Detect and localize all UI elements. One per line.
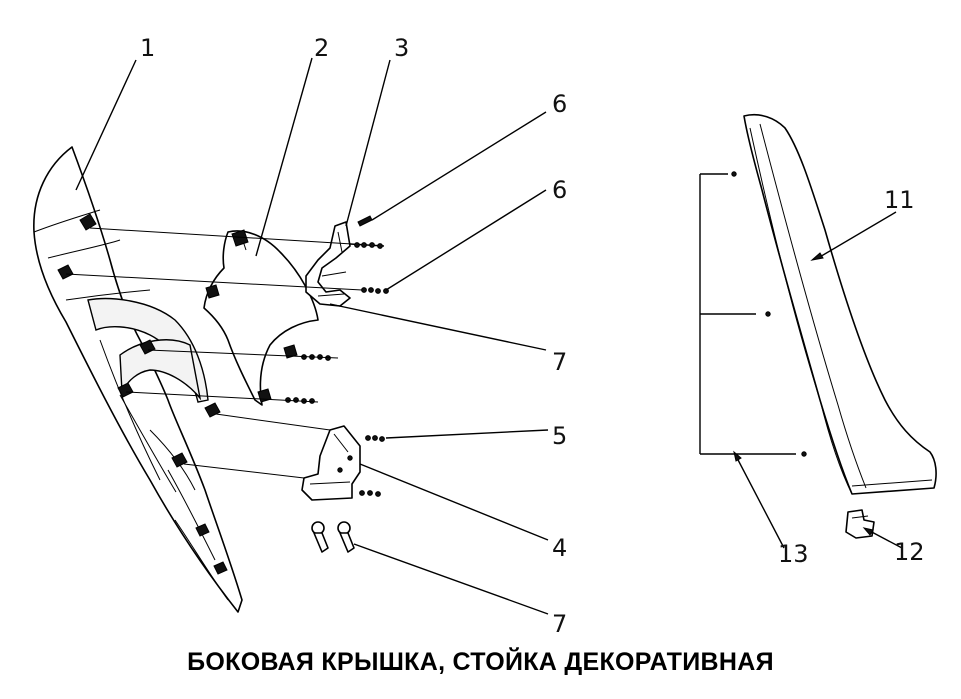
callout-2: 2 [314, 34, 329, 62]
screw-row-6 [359, 490, 381, 497]
part-1-side-cover [33, 146, 243, 613]
callout-6b: 6 [552, 176, 567, 204]
callout-7a: 7 [552, 348, 567, 376]
callout-5: 5 [552, 422, 567, 450]
part-3-bracket [305, 221, 351, 307]
callout-labels: 1 2 3 6 6 7 5 4 7 11 12 13 [140, 34, 925, 638]
callout-13: 13 [778, 540, 809, 568]
callout-4: 4 [552, 534, 567, 562]
part-2-cover-plate [203, 229, 319, 406]
callout-12: 12 [894, 538, 925, 566]
screw-row-5 [365, 435, 385, 442]
part-13-fastener-group [699, 171, 807, 457]
screw-row-1 [349, 242, 385, 249]
assembly-lines [65, 227, 363, 479]
leader-lines [75, 57, 903, 615]
part-11-decorative-pillar [743, 113, 937, 495]
diagram-caption: БОКОВАЯ КРЫШКА, СТОЙКА ДЕКОРАТИВНАЯ [187, 648, 774, 676]
callout-6a: 6 [552, 90, 567, 118]
fasteners [285, 215, 389, 553]
clip-pair [311, 521, 355, 553]
callout-1: 1 [140, 34, 155, 62]
callout-7b: 7 [552, 610, 567, 638]
callout-3: 3 [394, 34, 409, 62]
part-4-lower-bracket [301, 425, 361, 501]
screw-row-2 [361, 287, 389, 294]
callout-11: 11 [884, 186, 915, 214]
